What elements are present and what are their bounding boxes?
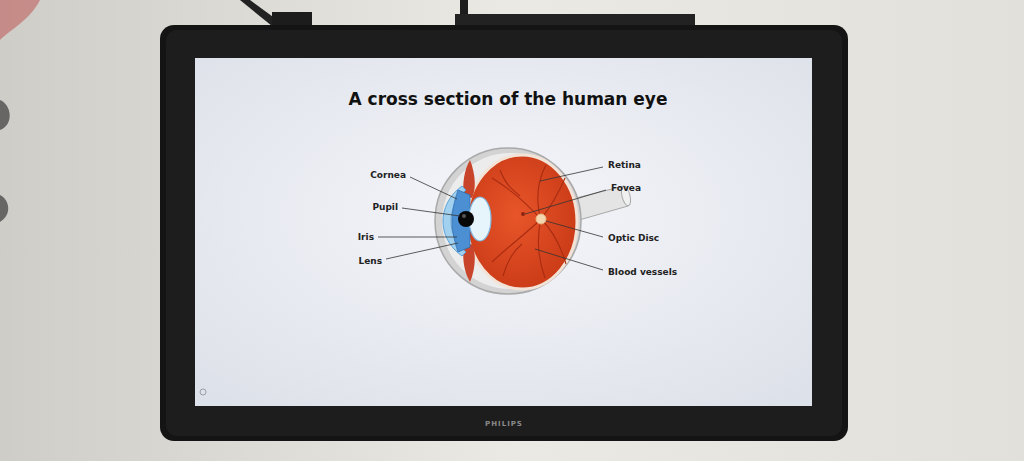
retina bbox=[467, 155, 577, 289]
fovea bbox=[521, 212, 525, 216]
sclera bbox=[435, 148, 581, 294]
part-label: Iris bbox=[358, 233, 374, 242]
part-label: Optic Disc bbox=[608, 234, 659, 243]
slide-title: A cross section of the human eye bbox=[349, 89, 668, 109]
screen bbox=[195, 58, 812, 406]
part-label: Cornea bbox=[370, 171, 406, 180]
pupil-highlight bbox=[462, 214, 466, 218]
part-label: Fovea bbox=[611, 184, 641, 193]
ciliary-body bbox=[463, 244, 475, 282]
screen-icon bbox=[200, 389, 206, 395]
part-label: Pupil bbox=[372, 203, 398, 212]
part-label: Lens bbox=[358, 257, 382, 266]
tv-bezel-inner bbox=[166, 30, 842, 436]
blur bbox=[0, 0, 40, 40]
blood-vessels bbox=[492, 165, 566, 278]
leader-lines bbox=[378, 167, 606, 270]
pupil bbox=[458, 211, 474, 227]
sclera-inner bbox=[442, 153, 578, 289]
tv-bezel bbox=[160, 25, 848, 441]
part-label: Blood vessels bbox=[608, 268, 677, 277]
hand-shadow bbox=[0, 100, 10, 222]
part-label: Retina bbox=[608, 161, 641, 170]
optic-disc bbox=[536, 214, 546, 224]
brand-logo: PHILIPS bbox=[485, 420, 523, 428]
ciliary-body bbox=[463, 160, 475, 198]
